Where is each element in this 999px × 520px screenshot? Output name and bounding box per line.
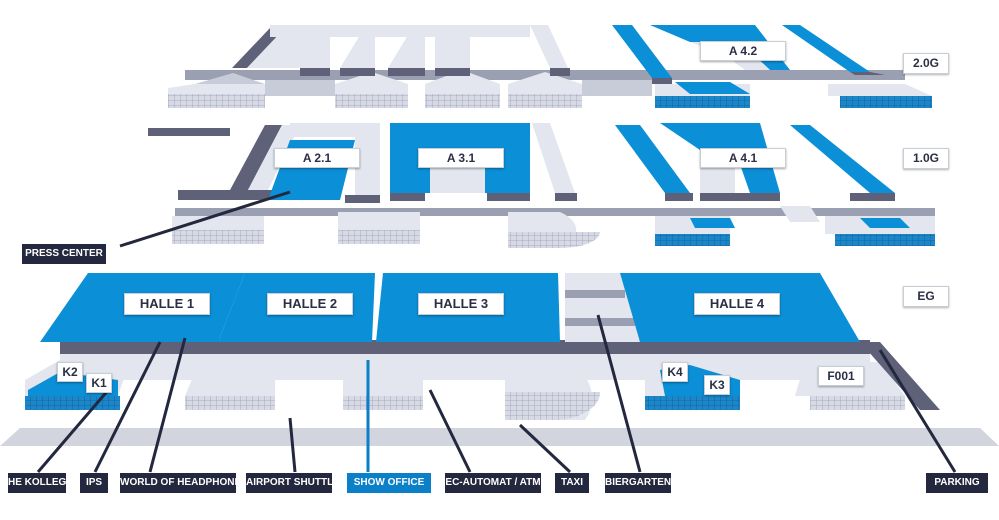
hall-label-a31[interactable]: A 3.1: [418, 148, 504, 168]
callout-show-office[interactable]: SHOW OFFICE: [347, 473, 431, 493]
callout-airport-shuttle[interactable]: AIRPORT SHUTTLE: [246, 473, 340, 493]
callout-ips[interactable]: IPS: [80, 473, 108, 493]
level-1og: [119, 123, 935, 248]
callout-ec-automat[interactable]: EC-AUTOMAT / ATM: [445, 473, 541, 493]
room-label-k2[interactable]: K2: [57, 362, 83, 382]
room-label-k1[interactable]: K1: [86, 373, 112, 393]
callout-parking[interactable]: PARKING: [926, 473, 988, 493]
hall-label-halle4[interactable]: HALLE 4: [694, 293, 780, 315]
level-badge-1og[interactable]: 1.0G: [903, 148, 949, 169]
hall-label-halle3[interactable]: HALLE 3: [418, 293, 504, 315]
room-label-k4[interactable]: K4: [662, 362, 688, 382]
level-2og: [168, 25, 932, 108]
hall-label-a42[interactable]: A 4.2: [700, 41, 786, 61]
callout-he-kolleg[interactable]: HE KOLLEG: [8, 473, 66, 493]
level-badge-eg[interactable]: EG: [903, 286, 949, 307]
hall-label-halle2[interactable]: HALLE 2: [267, 293, 353, 315]
hall-label-halle1[interactable]: HALLE 1: [124, 293, 210, 315]
hall-label-a21[interactable]: A 2.1: [274, 148, 360, 168]
hall-label-a41[interactable]: A 4.1: [700, 148, 786, 168]
callout-biergarten[interactable]: BIERGARTEN: [605, 473, 671, 493]
callout-press-center[interactable]: PRESS CENTER: [22, 244, 106, 264]
room-label-k3[interactable]: K3: [704, 375, 730, 395]
callout-taxi[interactable]: TAXI: [555, 473, 589, 493]
room-label-f001[interactable]: F001: [818, 366, 864, 386]
level-badge-2og[interactable]: 2.0G: [903, 53, 949, 74]
callout-world-of-headphones[interactable]: WORLD OF HEADPHONES: [120, 473, 248, 493]
